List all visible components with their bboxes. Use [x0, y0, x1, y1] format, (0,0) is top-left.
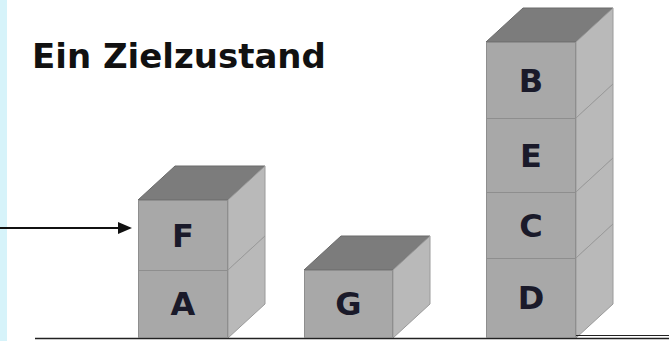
ground-line: [560, 335, 669, 336]
block-letter: F: [172, 217, 194, 255]
block-face: D: [486, 258, 576, 338]
arrow-head: [118, 222, 132, 234]
diagram-title: Ein Zielzustand: [32, 36, 326, 76]
block-side: [228, 236, 265, 338]
block-face: F: [138, 200, 228, 271]
block-face: G: [304, 270, 393, 338]
block-letter: B: [519, 62, 543, 100]
block-letter: A: [171, 285, 196, 323]
block-letter: G: [335, 285, 361, 323]
block-letter: D: [518, 279, 545, 317]
block-side: [576, 224, 613, 338]
block-face: A: [138, 270, 228, 338]
block-face: C: [486, 192, 576, 259]
side-strip: [0, 0, 7, 341]
block-face: B: [486, 42, 576, 119]
block-letter: C: [519, 207, 542, 245]
pointer-arrow: [0, 227, 120, 229]
block-face: E: [486, 118, 576, 193]
block-side: [393, 236, 430, 338]
block-letter: E: [520, 137, 542, 175]
